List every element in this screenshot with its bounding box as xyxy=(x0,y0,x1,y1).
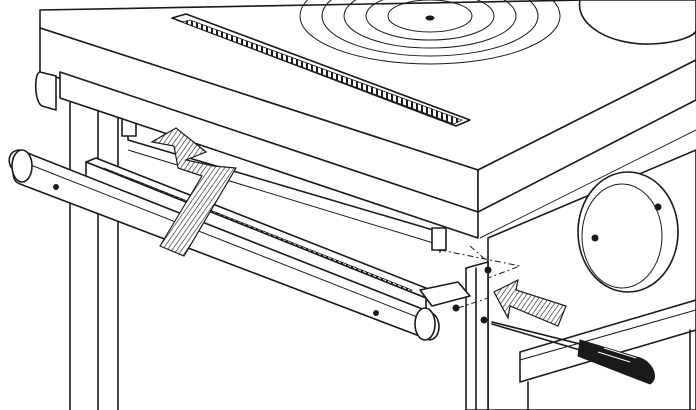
lift-arrow xyxy=(150,127,237,257)
hotplate-rings xyxy=(299,0,561,65)
vent-strip xyxy=(171,13,471,127)
towel-rail xyxy=(8,149,471,341)
screwdriver xyxy=(491,321,655,385)
insert-arrow xyxy=(493,278,567,327)
side-panel xyxy=(487,149,696,410)
flue-outlet xyxy=(577,171,679,293)
cooktop xyxy=(34,0,696,239)
alignment-guides xyxy=(439,245,522,324)
